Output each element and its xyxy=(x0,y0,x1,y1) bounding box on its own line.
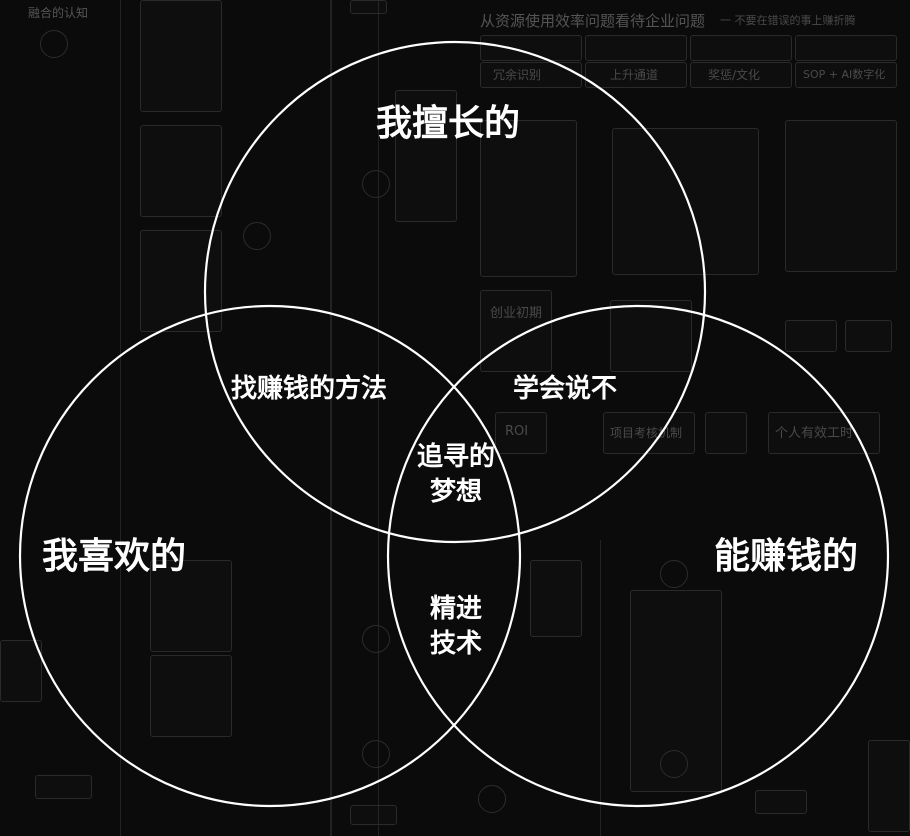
bg-node xyxy=(140,125,222,217)
circle-good-at xyxy=(203,40,707,544)
bg-node-circle xyxy=(660,560,688,588)
bg-node xyxy=(690,35,792,61)
bg-connector xyxy=(330,0,332,836)
bg-node-circle xyxy=(40,30,68,58)
label-center-line2: 梦想 xyxy=(429,477,482,508)
label-overlap-like-money: 精进 技术 xyxy=(420,592,492,662)
bg-node xyxy=(350,805,397,825)
bg-node-circle xyxy=(243,222,271,250)
bg-node xyxy=(480,35,582,61)
bg-node xyxy=(480,120,577,277)
bg-node-circle xyxy=(478,785,506,813)
bg-heading: 从资源使用效率问题看待企业问题 xyxy=(480,12,706,30)
bg-sop: SOP + AI数字化 xyxy=(803,68,886,81)
label-like-money-line1: 精进 xyxy=(429,594,482,624)
label-good-at: 我擅长的 xyxy=(376,103,521,144)
bg-node-circle xyxy=(660,750,688,778)
bg-node xyxy=(612,128,759,275)
circle-money xyxy=(386,304,890,808)
bg-reward: 奖惩/文化 xyxy=(708,68,761,82)
label-center-dream: 追寻的 梦想 xyxy=(410,440,502,510)
bg-node xyxy=(530,560,582,637)
bg-node xyxy=(755,790,807,814)
bg-node xyxy=(35,775,92,799)
bg-roi: ROI xyxy=(505,424,529,439)
bg-node xyxy=(150,655,232,737)
bg-node xyxy=(690,62,792,88)
bg-node xyxy=(495,412,547,454)
bg-connector xyxy=(600,540,601,836)
bg-node xyxy=(480,62,582,88)
label-center-line1: 追寻的 xyxy=(416,442,495,472)
bg-node xyxy=(785,120,897,272)
bg-node xyxy=(395,90,457,222)
bg-node-circle xyxy=(362,625,390,653)
bg-node-circle xyxy=(362,170,390,198)
bg-node xyxy=(603,412,695,454)
bg-node xyxy=(150,560,232,652)
bg-node xyxy=(480,290,552,372)
bg-node xyxy=(140,230,222,332)
label-like: 我喜欢的 xyxy=(42,536,187,577)
bg-promote: 上升通道 xyxy=(610,68,659,82)
bg-node xyxy=(610,300,692,372)
bg-node xyxy=(585,62,687,88)
bg-startup: 创业初期 xyxy=(490,306,543,321)
bg-node xyxy=(350,0,387,14)
bg-node xyxy=(630,590,722,792)
bg-node xyxy=(795,35,897,61)
label-overlap-good-like: 找赚钱的方法 xyxy=(231,374,388,404)
bg-node xyxy=(795,62,897,88)
bg-node xyxy=(785,320,837,352)
bg-node xyxy=(0,640,42,702)
bg-redundant: 冗余识别 xyxy=(493,68,542,82)
label-money: 能赚钱的 xyxy=(714,536,859,577)
bg-node xyxy=(845,320,892,352)
bg-node xyxy=(705,412,747,454)
bg-node xyxy=(140,0,222,112)
label-overlap-good-money: 学会说不 xyxy=(513,374,618,404)
bg-connector xyxy=(378,0,379,836)
bg-subheading: 一 不要在错误的事上赚折腾 xyxy=(720,14,856,27)
bg-node xyxy=(585,35,687,61)
bg-personal: 个人有效工时 xyxy=(775,426,854,441)
circle-like xyxy=(18,304,522,808)
bg-node-circle xyxy=(362,740,390,768)
bg-node xyxy=(768,412,880,454)
label-like-money-line2: 技术 xyxy=(429,629,482,660)
bg-left-heading: 融合的认知 xyxy=(28,6,89,20)
bg-connector xyxy=(120,0,121,836)
